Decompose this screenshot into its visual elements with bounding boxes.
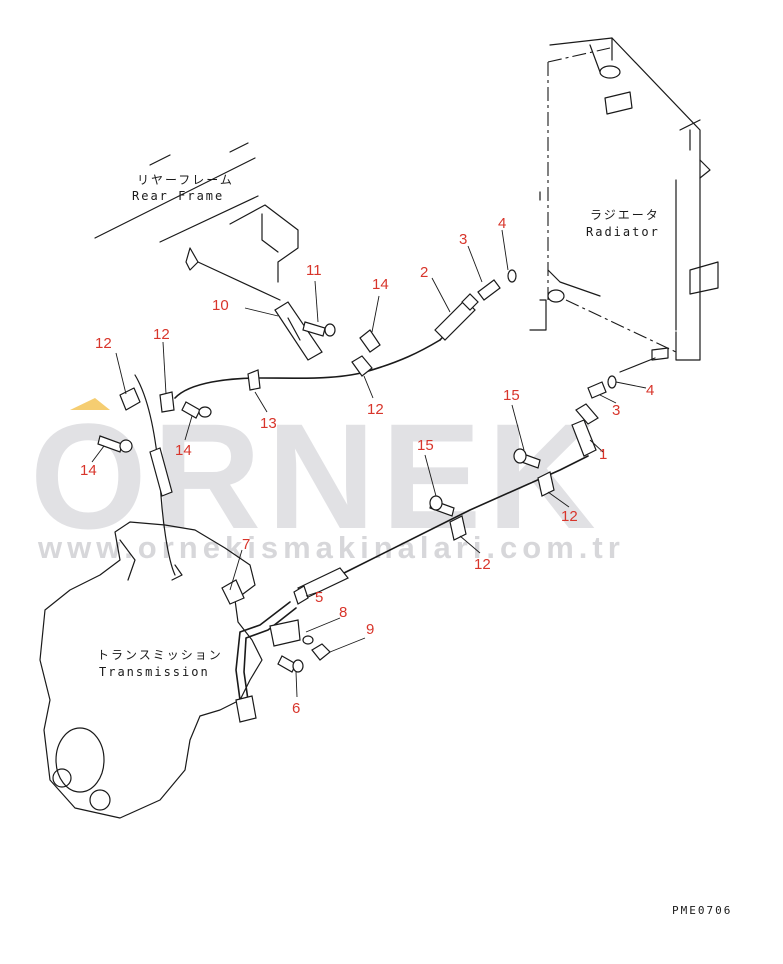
upper-hose-line <box>159 269 517 419</box>
callout-14-mid: 14 <box>175 442 192 459</box>
rear-frame-label-en: Rear Frame <box>132 189 224 203</box>
fitting-3-upper <box>477 279 501 301</box>
callout-2: 2 <box>420 264 428 281</box>
callout-10: 10 <box>212 297 229 314</box>
drawing-code: PME0706 <box>672 904 732 917</box>
radiator-label-jp: ラジエータ <box>590 208 660 222</box>
hose-1 <box>571 419 597 457</box>
callout-8: 8 <box>339 604 347 621</box>
leader-lines <box>91 229 647 698</box>
callout-11: 11 <box>306 262 322 279</box>
hose-left-vertical <box>149 447 173 497</box>
hose-2 <box>434 299 476 341</box>
clamp-12-far-left <box>119 387 141 411</box>
rear-frame <box>94 142 299 301</box>
callout-12-lower-left: 12 <box>474 556 491 573</box>
callout-12-far-left: 12 <box>95 335 112 352</box>
lower-hose-line <box>293 375 617 605</box>
callout-15-left: 15 <box>417 437 434 454</box>
clamp-12-lower-left <box>449 515 467 541</box>
transmission <box>39 374 331 819</box>
callout-13: 13 <box>260 415 277 432</box>
callout-6: 6 <box>292 700 300 717</box>
callout-12-center: 12 <box>367 401 384 418</box>
callout-3-lower: 3 <box>612 402 620 419</box>
callout-3-upper: 3 <box>459 231 467 248</box>
watermark-accent-mark <box>70 398 110 410</box>
bolt-14-upper <box>359 329 381 353</box>
rear-frame-label-jp: リヤーフレーム <box>137 173 234 187</box>
bolt-6 <box>277 655 297 673</box>
bracket-10 <box>274 301 323 361</box>
callout-4-lower: 4 <box>646 382 654 399</box>
nut-9 <box>311 643 331 661</box>
clamp-12-lower-right <box>537 471 555 497</box>
o-ring-4-upper <box>507 269 517 283</box>
area-labels: リヤーフレーム Rear Frame ラジエータ Radiator トランスミッ… <box>97 173 732 917</box>
clamp-12-left <box>159 391 175 413</box>
bolt-14-mid <box>181 401 201 419</box>
o-ring-4-lower <box>607 375 617 389</box>
clamp-12-center <box>351 355 373 377</box>
transmission-label-en: Transmission <box>99 665 210 679</box>
callout-12-lower-right: 12 <box>561 508 578 525</box>
radiator <box>529 37 719 373</box>
callout-7: 7 <box>242 536 250 553</box>
bolt-11 <box>302 321 326 337</box>
bolt-14-left <box>97 435 123 453</box>
callouts: 1 2 3 3 4 4 5 6 7 8 9 10 11 12 12 12 12 … <box>80 215 654 717</box>
callout-5: 5 <box>315 589 323 606</box>
transmission-label-jp: トランスミッション <box>97 648 223 662</box>
callout-14-upper: 14 <box>372 276 389 293</box>
callout-15-right: 15 <box>503 387 520 404</box>
radiator-label-en: Radiator <box>586 225 660 239</box>
callout-9: 9 <box>366 621 374 638</box>
clamp-13 <box>247 369 261 391</box>
watermark: ORNEK www.ornekismakinalari.com.tr <box>30 392 620 565</box>
pipe-7 <box>221 579 245 605</box>
bracket-8 <box>269 619 301 647</box>
callout-12-left: 12 <box>153 326 170 343</box>
watermark-brand: ORNEK <box>30 392 602 560</box>
callout-14-left: 14 <box>80 462 97 479</box>
callout-1: 1 <box>599 446 607 463</box>
callout-4-upper: 4 <box>498 215 506 232</box>
fitting-3-lower <box>587 381 607 399</box>
